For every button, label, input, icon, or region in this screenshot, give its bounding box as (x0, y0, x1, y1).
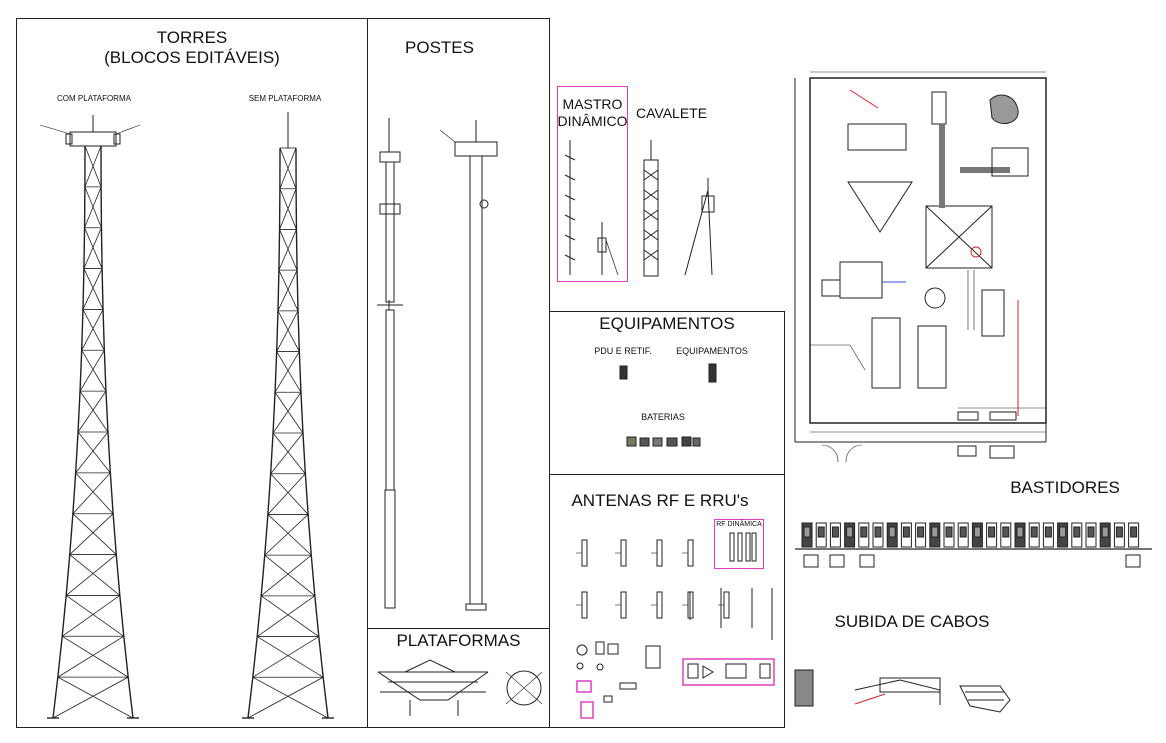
pole-1 (377, 118, 403, 609)
mastro-title-line2: DINÂMICO (557, 112, 628, 129)
cavalete-drawing (643, 140, 715, 277)
rru-dynamic-group (687, 663, 771, 679)
equipamentos-title: EQUIPAMENTOS (599, 314, 735, 333)
rf-dinamica-highlight-box (714, 519, 764, 569)
tower-without-platform (242, 147, 334, 719)
platform-top (39, 115, 141, 147)
torres-title: TORRES (BLOCOS EDITÁVEIS) (16, 28, 368, 69)
plataformas-title: PLATAFORMAS (396, 631, 521, 650)
rf-dinamica-label: RF DINÂMICA (716, 521, 762, 528)
subida-drawings (794, 669, 1011, 713)
torres-title-line1: TORRES (156, 28, 228, 47)
tower-with-platform (47, 145, 139, 719)
com-plataforma-label: COM PLATAFORMA (57, 94, 131, 103)
mastro-title-line1: MASTRO (562, 96, 623, 112)
equipamentos-divider-right (784, 311, 785, 475)
baterias-label: BATERIAS (641, 412, 685, 422)
platform-drawing-1 (377, 659, 489, 716)
bastidores-title: BASTIDORES (1010, 478, 1120, 497)
subida-title: SUBIDA DE CABOS (834, 612, 990, 631)
bastidores-row (801, 522, 1141, 568)
platform-drawing-2 (505, 670, 543, 706)
antenas-panel (549, 474, 785, 728)
antenna-symbols (576, 532, 773, 640)
rru-highlight-2 (580, 701, 594, 719)
mastro-highlight-box (557, 86, 628, 282)
antenas-title: ANTENAS RF E RRU's (571, 491, 749, 510)
cavalete-title: CAVALETE (636, 105, 708, 121)
sem-plataforma-label: SEM PLATAFORMA (248, 94, 322, 103)
mastro-drawing (564, 140, 619, 276)
equipamentos-label: EQUIPAMENTOS (676, 346, 748, 356)
rru-highlight-1 (576, 680, 592, 693)
torres-title-line2: (BLOCOS EDITÁVEIS) (104, 48, 280, 68)
equipamentos-divider-top (549, 311, 785, 312)
postes-title: POSTES (405, 38, 474, 57)
rru-symbols (576, 641, 661, 703)
site-floor-plan (794, 71, 1047, 463)
equipment-icons (619, 363, 717, 447)
pdu-label: PDU E RETIF. (594, 346, 652, 356)
rru-highlight-3 (682, 658, 775, 686)
pole-2 (439, 120, 498, 611)
mastro-title: MASTRO DINÂMICO (557, 96, 628, 130)
